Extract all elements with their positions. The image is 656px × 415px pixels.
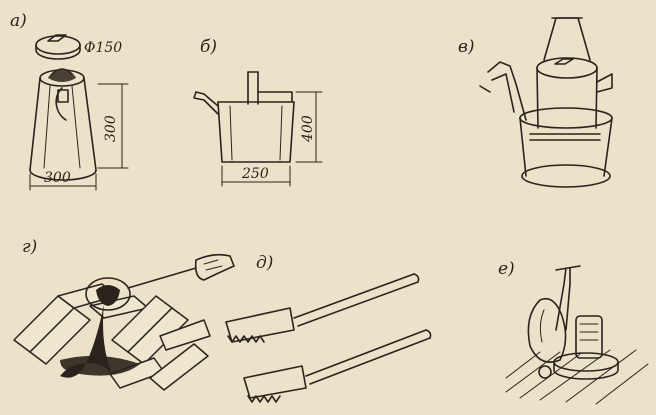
ladle-and-hand: [85, 253, 235, 311]
panel-e-label: е): [498, 259, 515, 279]
polisher-drawing: [527, 265, 619, 380]
bucket-height-label: 300: [103, 115, 119, 142]
panel-b-label: б): [200, 37, 217, 57]
bucket-body: [29, 68, 97, 181]
mastic-pour: [60, 304, 140, 378]
panel-g-label: г): [22, 237, 37, 257]
watering-can-dimensions: [221, 91, 323, 187]
heated-bucket-drawing: [479, 17, 613, 188]
spatula-upper: [225, 273, 420, 343]
panel-a-bucket: а) Φ150 300 300: [10, 11, 129, 191]
watering-can-body: [193, 71, 295, 163]
panel-e-floor-polisher: е): [498, 259, 649, 405]
polisher-floor-hatching: [505, 349, 649, 405]
bucket-width-label: 300: [44, 170, 71, 186]
panel-d-notched-spatulas: д): [225, 253, 432, 403]
spatula-lower: [243, 329, 432, 403]
panel-a-label: а): [10, 11, 27, 31]
panel-v-heated-bucket: в): [458, 17, 613, 188]
lid-diameter-label: Φ150: [84, 40, 122, 56]
bucket-lid: [35, 34, 81, 60]
bucket-dimensions: [29, 83, 129, 191]
panel-d-label: д): [256, 253, 273, 273]
parquet-floor: [13, 283, 211, 391]
watering-can-width-label: 250: [241, 166, 269, 182]
panel-b-watering-can: б) 400 250: [193, 37, 323, 187]
panel-v-label: в): [458, 37, 475, 57]
panel-g-pouring-mastic: г): [13, 237, 235, 391]
watering-can-height-label: 400: [300, 115, 316, 143]
